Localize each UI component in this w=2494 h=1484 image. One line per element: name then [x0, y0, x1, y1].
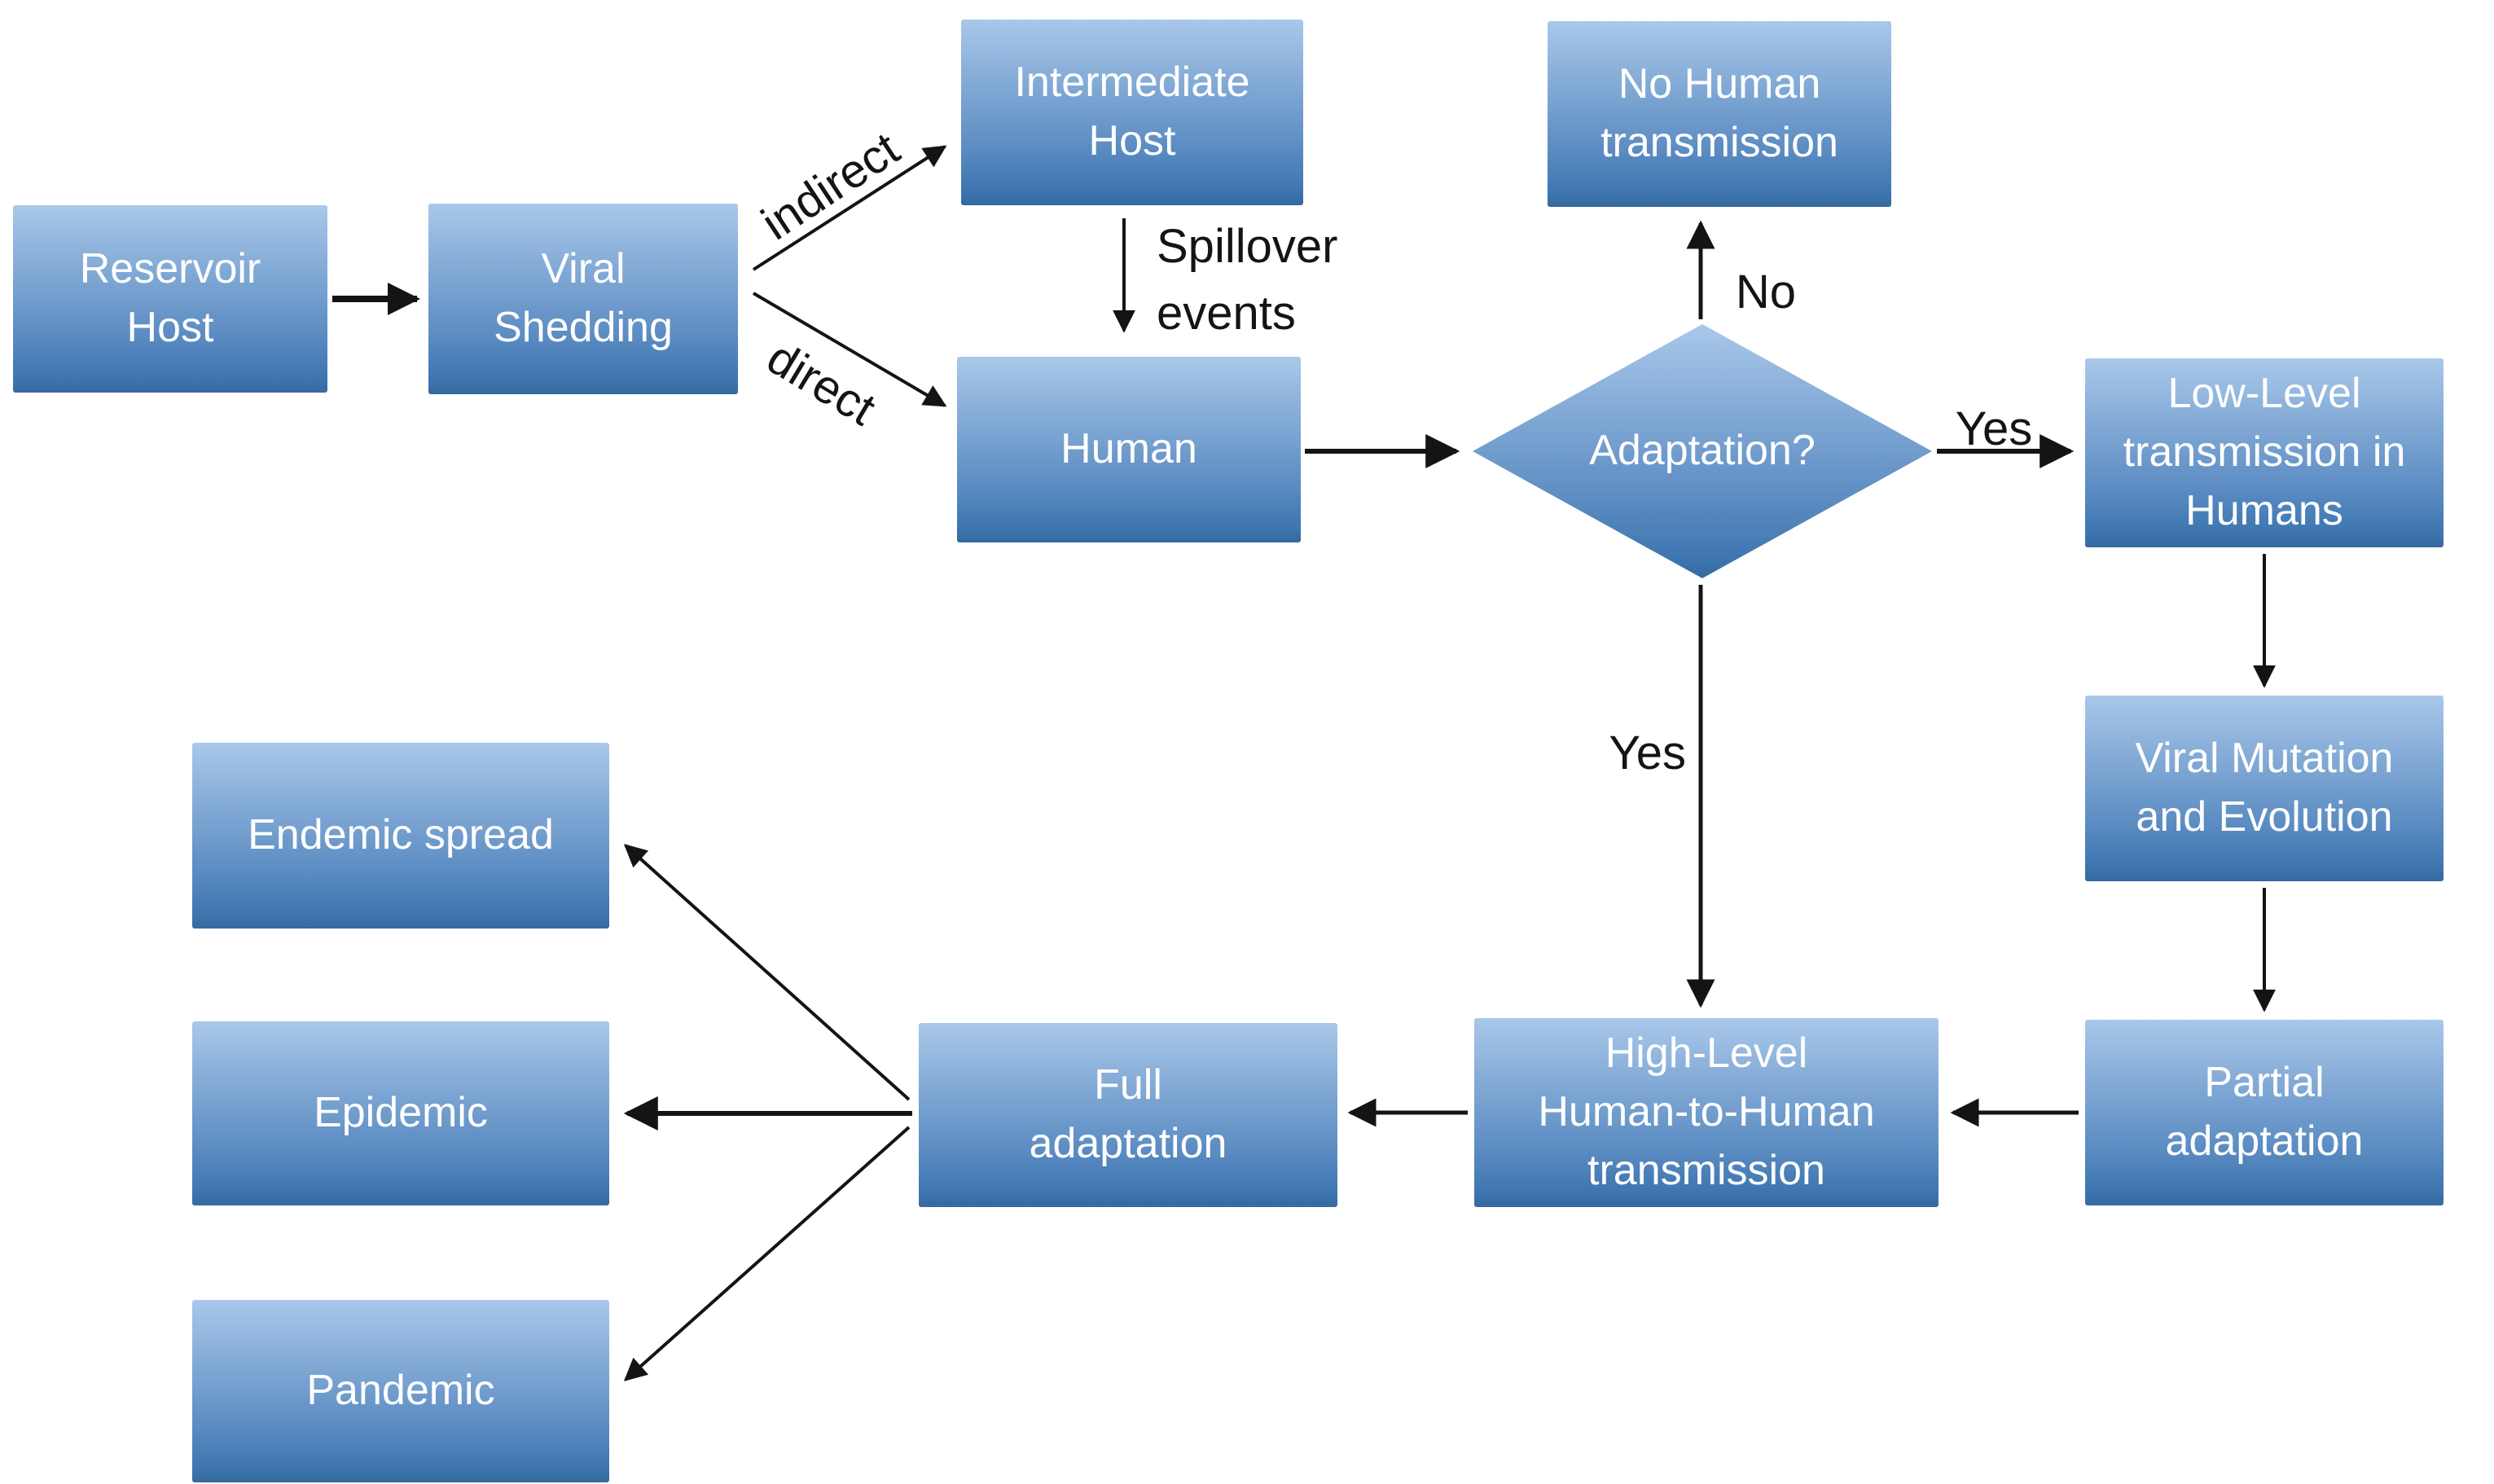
- node-endemic-spread: Endemic spread: [192, 743, 609, 929]
- node-low-level-transmission: Low-Level transmission in Humans: [2085, 358, 2444, 547]
- node-high-level-transmission: High-Level Human-to-Human transmission: [1474, 1018, 1939, 1207]
- node-partial-adaptation: Partial adaptation: [2085, 1020, 2444, 1205]
- node-full-adaptation: Full adaptation: [919, 1023, 1337, 1207]
- node-no-human-transmission: No Human transmission: [1548, 21, 1891, 207]
- edge-label-indirect: indirect: [752, 121, 909, 251]
- edge-label-yes-right: Yes: [1955, 402, 2033, 455]
- edge-full-adaptation-to-pandemic: [623, 1126, 911, 1381]
- node-intermediate-host: Intermediate Host: [961, 20, 1303, 205]
- node-human: Human: [957, 357, 1301, 542]
- edge-label-no: No: [1735, 266, 1797, 318]
- node-reservoir-host: Reservoir Host: [13, 205, 327, 393]
- edge-label-direct: direct: [757, 331, 885, 436]
- edge-label-spillover-events: Spillover events: [1157, 220, 1338, 340]
- edge-full-adaptation-to-endemic-spread: [623, 844, 911, 1101]
- node-viral-mutation-evolution: Viral Mutation and Evolution: [2085, 696, 2444, 881]
- edge-label-yes-down: Yes: [1609, 727, 1686, 779]
- node-pandemic: Pandemic: [192, 1300, 609, 1482]
- node-epidemic: Epidemic: [192, 1021, 609, 1205]
- node-adaptation-decision: Adaptation?: [1473, 324, 1932, 578]
- node-viral-shedding: Viral Shedding: [428, 204, 738, 394]
